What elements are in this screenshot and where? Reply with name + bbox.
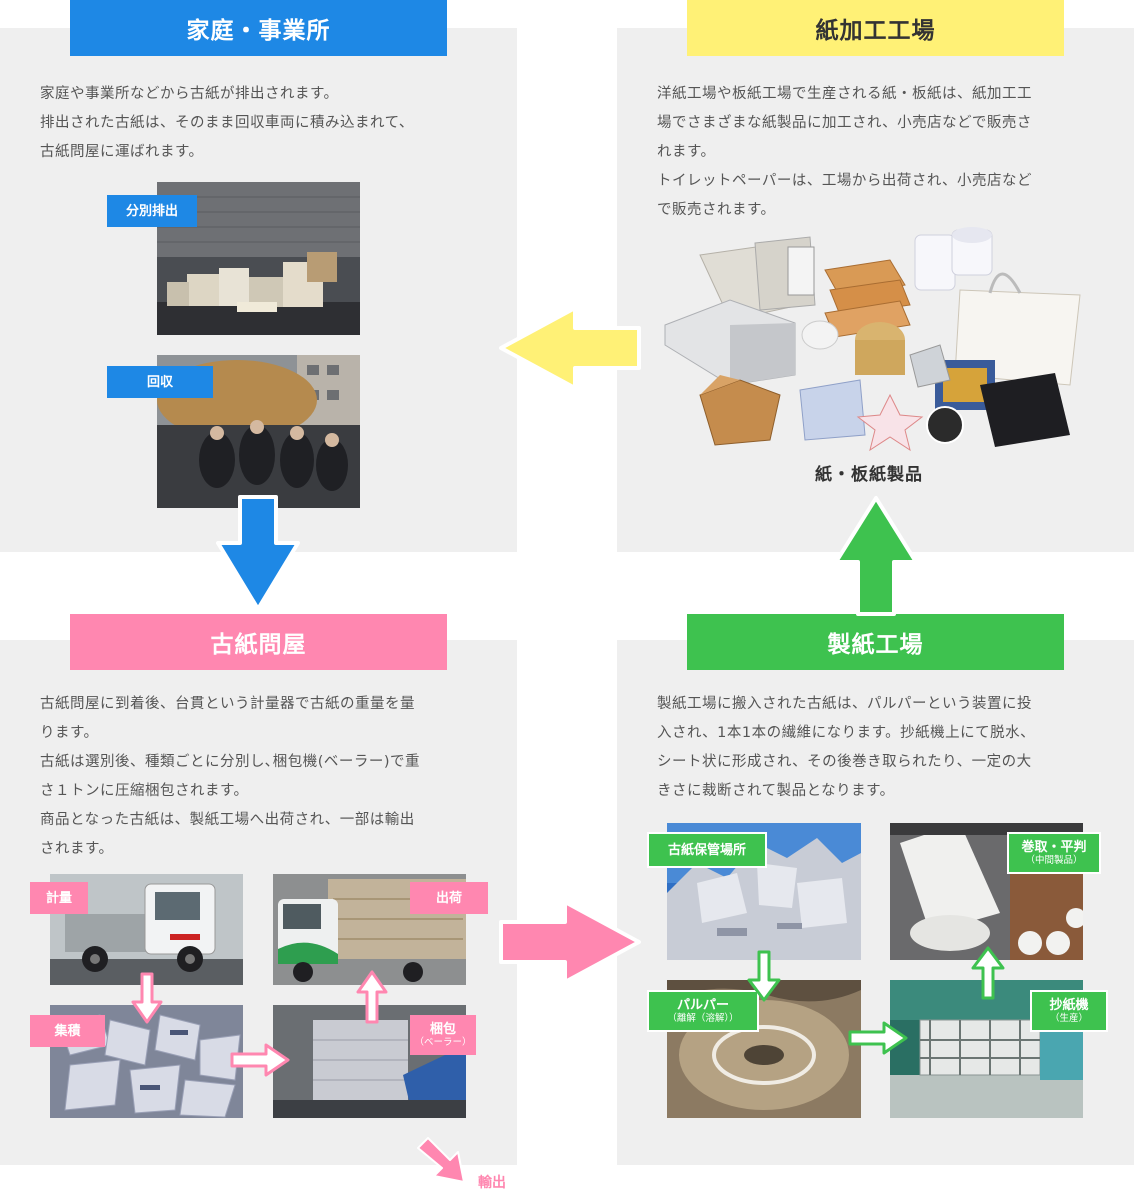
tag-paper-storage: 古紙保管場所 [647,832,767,868]
home-title: 家庭・事業所 [70,0,447,56]
arrow-weigh-to-gather-icon [131,972,163,1024]
dealer-description: 古紙問屋に到着後、台貫という計量器で古紙の重量を量 ります。 古紙は選別後、種類… [40,696,421,857]
export-label: 輸出 [478,1175,506,1191]
tag-collection: 回収 [107,366,213,398]
arrow-gather-to-pack-icon [230,1043,290,1077]
mill-description: 製紙工場に搬入された古紙は、パルパーという装置に投 入され、1本1本の繊維になり… [657,696,1036,799]
arrow-machine-to-reel-icon [971,946,1005,1000]
paper-products-photo [660,225,1085,455]
arrow-down-icon [216,495,300,611]
arrow-left-icon [499,306,641,390]
arrow-right-icon [499,900,641,984]
home-description: 家庭や事業所などから古紙が排出されます。 排出された古紙は、そのまま回収車両に積… [40,86,414,160]
tag-gathering: 集積 [30,1015,105,1047]
arrow-export-icon [417,1137,465,1183]
arrow-pack-to-ship-icon [356,970,388,1024]
tag-paper-machine: 抄紙機 （生産） [1030,990,1108,1032]
paper-reel-photo [890,823,1083,960]
sorted-paper-photo [157,182,360,335]
dealer-title: 古紙問屋 [70,614,447,670]
tag-sorted-disposal: 分別排出 [107,195,197,227]
converter-description: 洋紙工場や板紙工場で生産される紙・板紙は、紙加工工 場でさまざまな紙製品に加工さ… [657,86,1032,218]
paper-products-caption: 紙・板紙製品 [815,465,923,485]
tag-reel-sheet: 巻取・平判 （中間製品） [1007,832,1101,874]
tag-shipping: 出荷 [410,882,488,914]
converter-title: 紙加工工場 [687,0,1064,56]
tag-weighing: 計量 [30,882,88,914]
arrow-storage-to-pulper-icon [747,950,781,1002]
tag-baling: 梱包 （ベーラー） [410,1015,476,1055]
arrow-up-icon [834,496,918,616]
mill-title: 製紙工場 [687,614,1064,670]
tag-pulper: パルパー （離解（溶解）） [647,990,759,1032]
shipping-truck-photo [273,874,466,985]
arrow-pulper-to-machine-icon [848,1021,908,1055]
